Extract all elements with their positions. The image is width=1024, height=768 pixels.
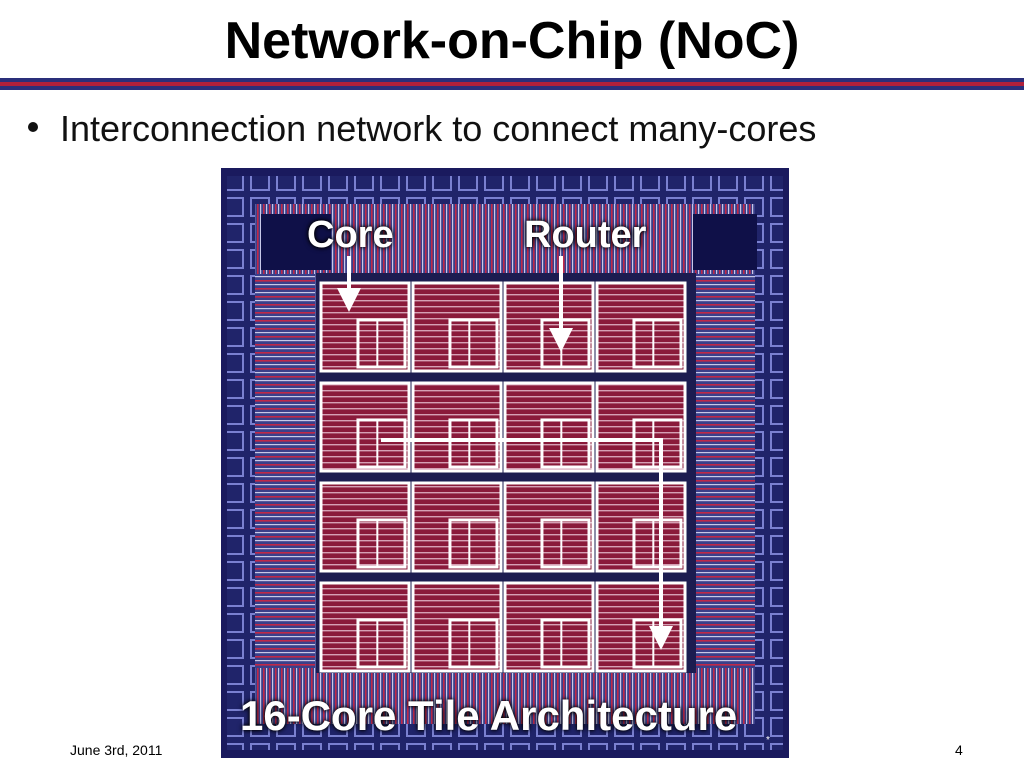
core-tile [595, 281, 687, 373]
footnote-mark: * [766, 735, 770, 746]
bullet-item: Interconnection network to connect many-… [28, 104, 816, 154]
core-tile [595, 481, 687, 573]
bullet-text: Interconnection network to connect many-… [60, 108, 817, 149]
core-tile [503, 281, 595, 373]
core-tile [595, 581, 687, 673]
core-tile [411, 481, 503, 573]
core-tile [319, 381, 411, 473]
packet-route-arrow [381, 438, 673, 650]
core-tile [411, 381, 503, 473]
core-tile [319, 581, 411, 673]
core-tile [319, 481, 411, 573]
footer-date: June 3rd, 2011 [70, 742, 163, 758]
route-arrows [337, 256, 673, 650]
core-tile [411, 581, 503, 673]
router-label: Router [524, 214, 647, 256]
core-tile [595, 381, 687, 473]
bullet-icon [28, 122, 38, 133]
core-tile [319, 281, 411, 373]
core-label: Core [307, 214, 394, 256]
slide-title: Network-on-Chip (NoC) [224, 12, 800, 70]
page-number: 4 [955, 742, 963, 758]
core-tile [503, 581, 595, 673]
core-tile [503, 481, 595, 573]
chip-layout-image [221, 168, 789, 758]
core-tile [411, 281, 503, 373]
chip-caption: 16-Core Tile Architecture [240, 692, 738, 739]
core-tile [503, 381, 595, 473]
